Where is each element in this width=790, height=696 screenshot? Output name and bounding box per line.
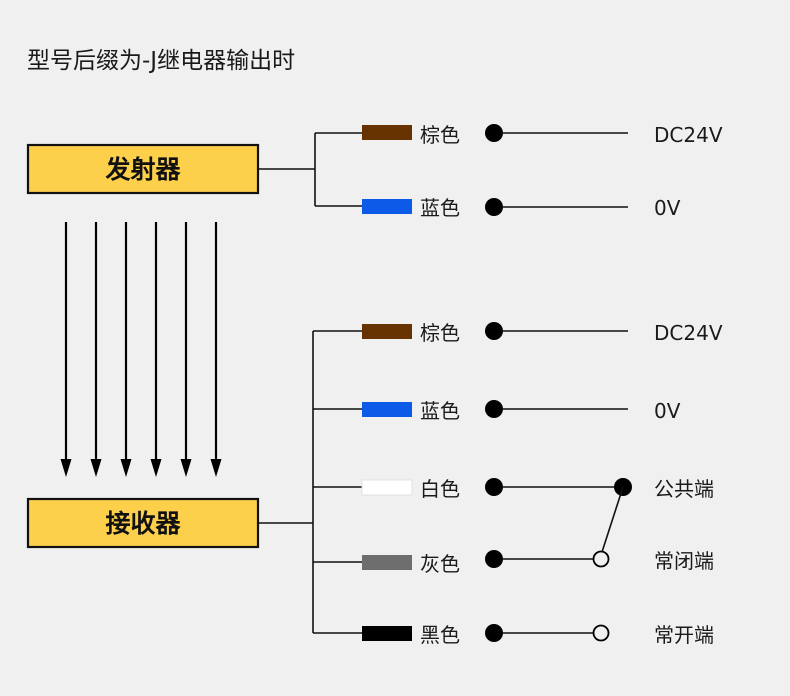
page-title: 型号后缀为-J继电器输出时 xyxy=(27,48,295,74)
receiver-terminal-dot-no xyxy=(485,624,503,642)
receiver-terminal-label-dc24v: DC24V xyxy=(654,321,723,345)
transmitter-terminal-dot-0v xyxy=(485,198,503,216)
relay-no-contact-dot xyxy=(592,624,610,642)
receiver-swatch-brown xyxy=(362,324,412,339)
relay-nc-label: 常闭端 xyxy=(654,549,714,573)
relay-nc-contact-dot xyxy=(592,550,610,568)
transmitter-label: 发射器 xyxy=(104,155,181,184)
transmitter-wire-label-blue: 蓝色 xyxy=(420,196,460,220)
beam-arrowhead-1 xyxy=(60,459,72,477)
receiver-swatch-black xyxy=(362,626,412,641)
receiver-terminal-dot-0v xyxy=(485,400,503,418)
transmitter-box xyxy=(26,143,260,195)
receiver-swatch-white xyxy=(361,479,413,496)
receiver-terminal-label-0v: 0V xyxy=(654,399,681,423)
receiver-box xyxy=(26,497,260,549)
receiver-wire-label-gray: 灰色 xyxy=(420,552,460,576)
relay-no-label: 常开端 xyxy=(654,623,714,647)
receiver-wire-label-white: 白色 xyxy=(420,477,460,501)
transmitter-wire-label-brown: 棕色 xyxy=(420,123,460,147)
receiver-label: 接收器 xyxy=(105,509,181,538)
receiver-wire-label-brown: 棕色 xyxy=(420,321,460,345)
transmitter-terminal-label-0v: 0V xyxy=(654,196,681,220)
light-beam-arrow-group xyxy=(60,222,222,477)
transmitter-swatch-brown xyxy=(362,125,412,140)
receiver-terminal-dot-dc24v xyxy=(485,322,503,340)
receiver-terminal-dot-common xyxy=(485,478,503,496)
beam-arrowhead-4 xyxy=(150,459,162,477)
beam-arrowhead-5 xyxy=(180,459,192,477)
beam-arrowhead-2 xyxy=(90,459,102,477)
receiver-terminal-dot-nc xyxy=(485,550,503,568)
relay-common-label: 公共端 xyxy=(654,477,714,501)
receiver-swatch-gray xyxy=(362,555,412,570)
transmitter-terminal-dot-dc24v xyxy=(485,124,503,142)
receiver-swatch-blue xyxy=(362,402,412,417)
beam-arrowhead-3 xyxy=(120,459,132,477)
relay-armature-arm xyxy=(601,486,624,553)
receiver-wire-label-black: 黑色 xyxy=(420,623,460,647)
receiver-wire-label-blue: 蓝色 xyxy=(420,399,460,423)
transmitter-swatch-blue xyxy=(362,199,412,214)
transmitter-terminal-label-dc24v: DC24V xyxy=(654,123,723,147)
beam-arrowhead-6 xyxy=(210,459,222,477)
